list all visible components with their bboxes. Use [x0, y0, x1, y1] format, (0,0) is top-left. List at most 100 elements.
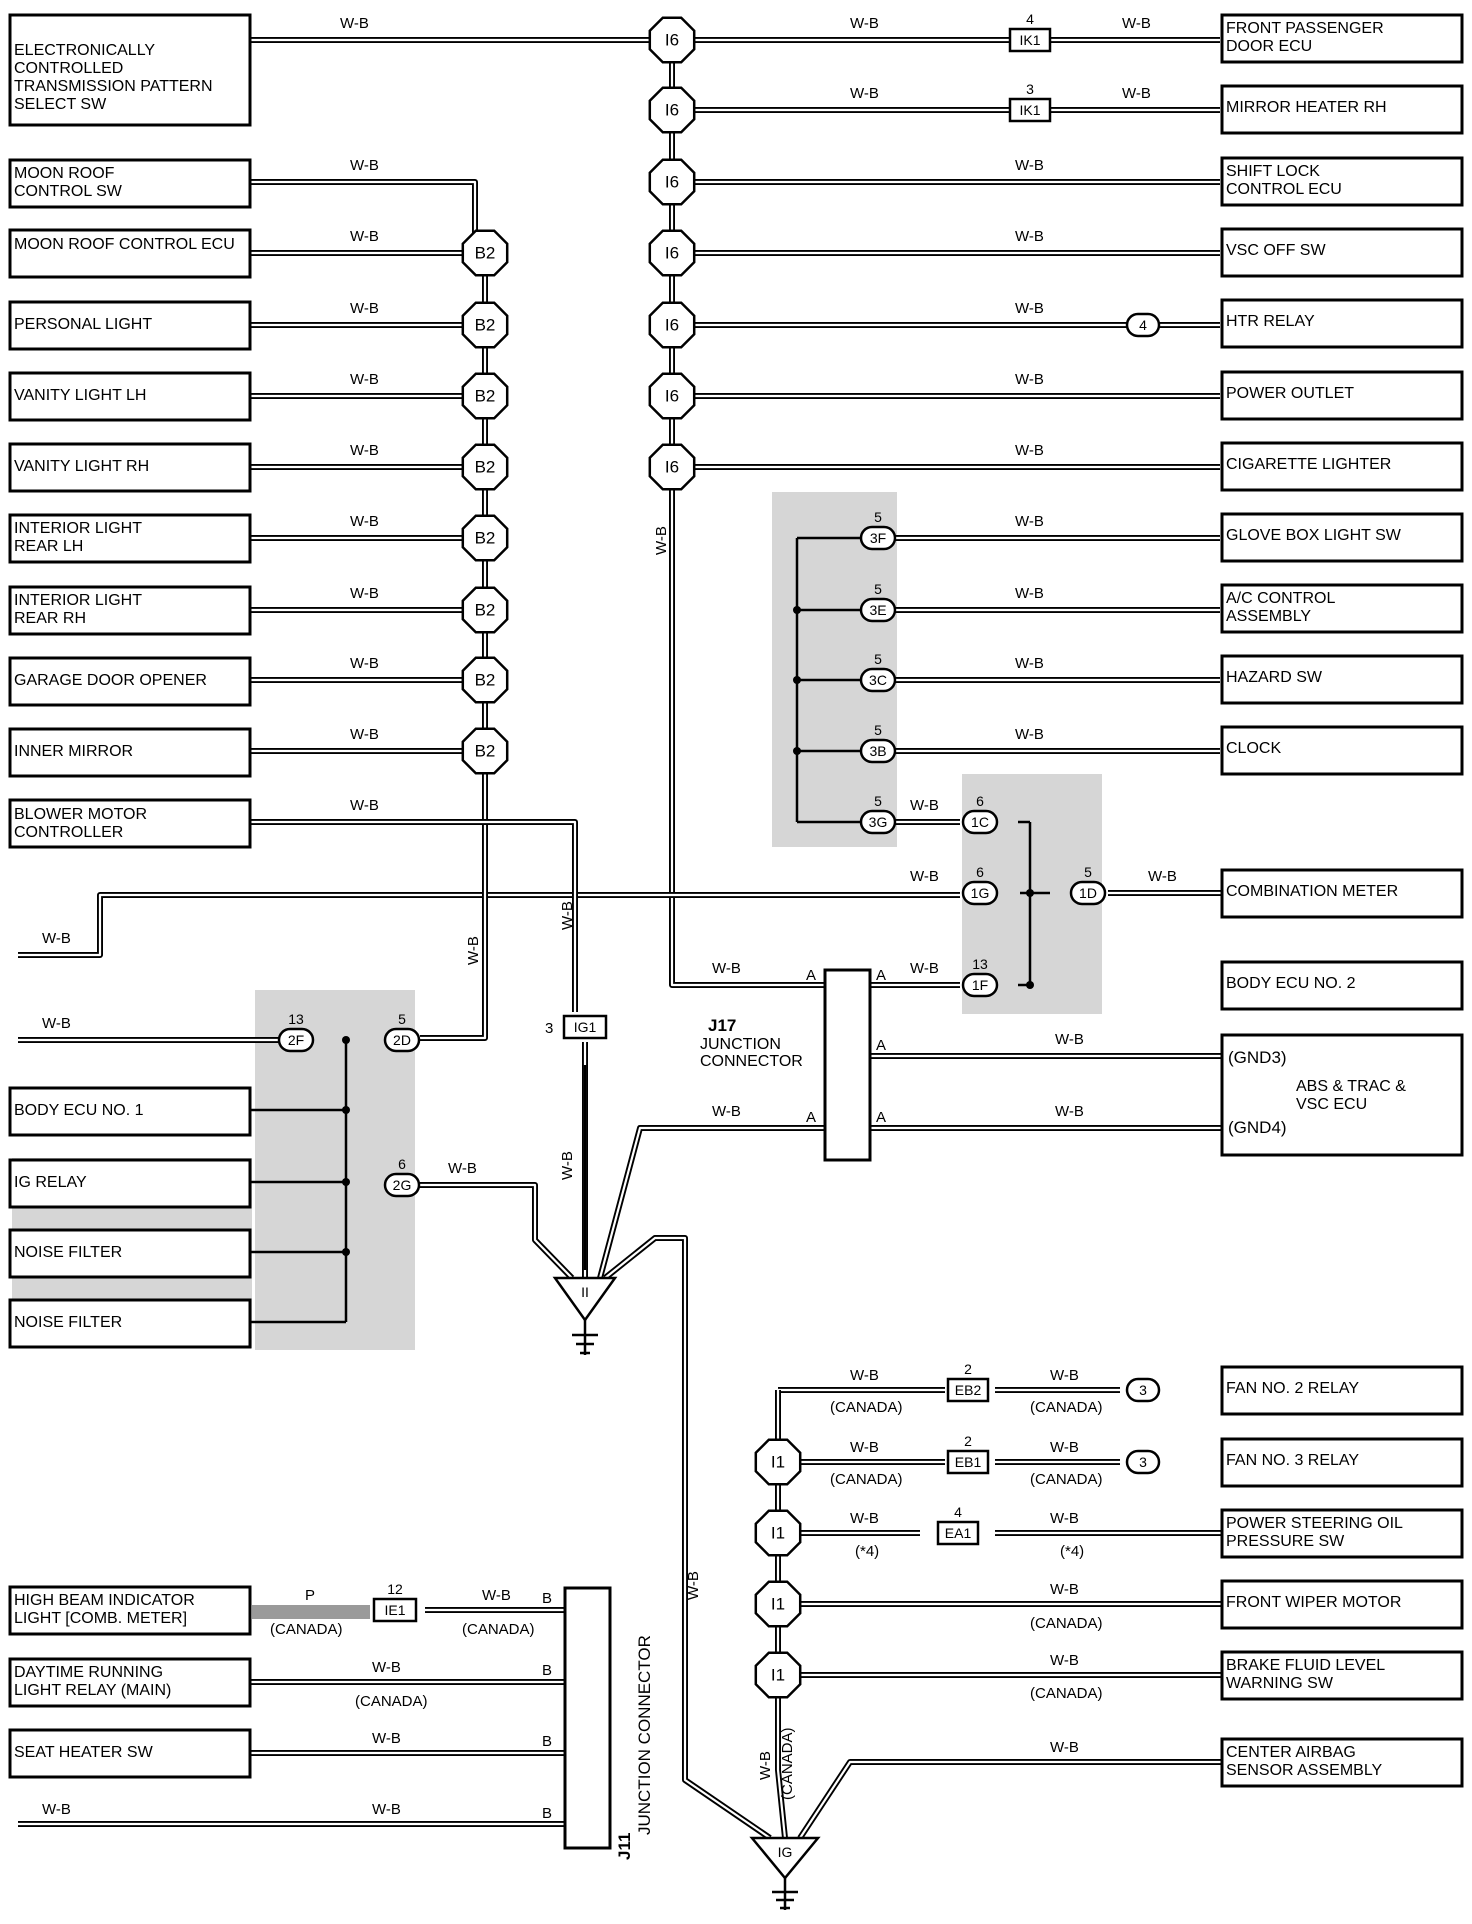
connector-ik1-b-label: IK1 [1019, 102, 1040, 118]
splice-i6-3: I6 [648, 158, 696, 206]
connector-eb2-label: EB2 [955, 1382, 982, 1398]
ig-relay-label: IG RELAY [14, 1174, 87, 1191]
inner-mirror-label: INNER MIRROR [14, 743, 134, 760]
splice-i6-4-label: I6 [665, 244, 679, 263]
connector-2d-pin: 5 [398, 1011, 406, 1027]
wire-label-eb1-2: W-B [1050, 1439, 1079, 1456]
splice-b2-5: B2 [461, 514, 509, 562]
interior-light-rear-lh-label: INTERIOR LIGHT REAR LH [14, 520, 142, 555]
wire-label-2g: W-B [448, 1160, 477, 1177]
moon-roof-control-ecu-label: MOON ROOF CONTROL ECU [14, 236, 235, 253]
body-ecu-no2-label: BODY ECU NO. 2 [1226, 975, 1356, 992]
connector-eb1-label: EB1 [955, 1454, 982, 1470]
connector-ig1-label: IG1 [574, 1019, 597, 1035]
wire-label-3-branch-3: W-B [1015, 655, 1044, 672]
wire-label-3-branch-2: W-B [1015, 585, 1044, 602]
power-outlet-label: POWER OUTLET [1226, 385, 1355, 402]
left-component-labels: ELECTRONICALLY CONTROLLED TRANSMISSION P… [14, 42, 235, 1761]
j17-connector-box [823, 968, 872, 1162]
splice-i6-7-label: I6 [665, 458, 679, 477]
connector-fan2-pin-label: 3 [1139, 1382, 1147, 1398]
wire-label-3g-1c: W-B [910, 797, 939, 814]
shift-lock-control-ecu-label: SHIFT LOCK CONTROL ECU [1226, 163, 1342, 198]
noise-filter-2-label: NOISE FILTER [14, 1314, 123, 1331]
mirror-heater-rh-label: MIRROR HEATER RH [1226, 99, 1387, 116]
left-component-boxes [8, 13, 252, 1779]
ground-ig-label: IG [778, 1844, 793, 1860]
interior-light-rear-rh-label: INTERIOR LIGHT REAR RH [14, 592, 142, 627]
splice-b2-4: B2 [461, 443, 509, 491]
brake-fluid-level-label: BRAKE FLUID LEVEL WARNING SW [1226, 1657, 1385, 1692]
wire-label-ii-ig-vert: W-B [685, 1571, 702, 1600]
canada-wiper: (CANADA) [1030, 1615, 1103, 1632]
splice-i1-2: I1 [754, 1509, 802, 1557]
connector-fan3-pin-label: 3 [1139, 1454, 1147, 1470]
splice-b2-8: B2 [461, 727, 509, 775]
connector-htr-pin: 4 [1125, 312, 1161, 338]
connector-3b-label: 3B [869, 743, 886, 759]
gnd3-label: (GND3) [1228, 1048, 1287, 1067]
connector-fan3-pin: 3 [1125, 1449, 1161, 1475]
gnd4-label: (GND4) [1228, 1118, 1287, 1137]
clock-label: CLOCK [1226, 740, 1282, 757]
connector-2d: 2D5 [383, 1011, 421, 1053]
wire-label-b2-branch-7: W-B [350, 655, 379, 672]
j11-id: J11 [615, 1833, 634, 1860]
wire-label-ig1-vert: W-B [559, 1151, 576, 1180]
wire-label-b2-branch-1: W-B [350, 228, 379, 245]
splice-i6-1: I6 [648, 16, 696, 64]
right-component-boxes [1220, 13, 1464, 1788]
wire-label-1g: W-B [910, 868, 939, 885]
j11-connector-box [563, 1586, 612, 1850]
canada-brake: (CANADA) [1030, 1685, 1103, 1702]
connector-eb2-pin: 2 [964, 1361, 972, 1377]
wire-label-j11-1: W-B [482, 1587, 511, 1604]
connector-1f-pin: 13 [972, 956, 988, 972]
splice-i6-6-label: I6 [665, 387, 679, 406]
splice-b2-2-label: B2 [475, 316, 496, 335]
hazard-sw-label: HAZARD SW [1226, 669, 1322, 686]
garage-door-opener-label: GARAGE DOOR OPENER [14, 672, 207, 689]
fan-no3-relay-label: FAN NO. 3 RELAY [1226, 1452, 1360, 1469]
vsc-off-sw-label: VSC OFF SW [1226, 242, 1326, 259]
splice-i1-3-label: I1 [771, 1595, 785, 1614]
connector-1g: 1G6 [961, 864, 999, 906]
wire-label-j11-4-left: W-B [42, 1801, 71, 1818]
connector-3c-label: 3C [869, 672, 887, 688]
moon-roof-control-sw-label: MOON ROOF CONTROL SW [14, 165, 122, 200]
wire-label-blower: W-B [350, 797, 379, 814]
wire-label-j11-4: W-B [372, 1801, 401, 1818]
connector-1c: 1C6 [961, 793, 999, 835]
connector-2g-pin: 6 [398, 1156, 406, 1172]
htr-relay-label: HTR RELAY [1226, 313, 1315, 330]
connector-2g-label: 2G [393, 1177, 412, 1193]
wire-label-1f: W-B [910, 960, 939, 977]
splice-b2-5-label: B2 [475, 529, 496, 548]
wire-label-b2-branch-8: W-B [350, 726, 379, 743]
wire-label-i6-branch-1: W-B [1015, 157, 1044, 174]
wire-label-i1-vert: W-B [757, 1751, 774, 1780]
front-wiper-motor-label: FRONT WIPER MOTOR [1226, 1594, 1402, 1611]
canada-eb1-1: (CANADA) [830, 1471, 903, 1488]
wire-label-gnd3: W-B [1055, 1031, 1084, 1048]
connector-2f-label: 2F [288, 1032, 304, 1048]
connector-ea1-pin: 4 [954, 1504, 962, 1520]
connector-3e-label: 3E [869, 602, 886, 618]
star4-ea1-1: (*4) [855, 1543, 879, 1560]
splice-b2-7: B2 [461, 656, 509, 704]
connector-ie1-label: IE1 [384, 1602, 405, 1618]
j11-pin-b-1: B [542, 1590, 552, 1607]
connector-2g: 2G6 [383, 1156, 421, 1198]
center-airbag-sensor-label: CENTER AIRBAG SENSOR ASSEMBLY [1226, 1744, 1383, 1779]
connector-ik1-a-pin: 4 [1026, 11, 1034, 27]
wire-label-3-branch-4: W-B [1015, 726, 1044, 743]
abs-trac-vsc-ecu-label: ABS & TRAC & VSC ECU [1296, 1078, 1406, 1113]
wire-label-j17-gnd4: W-B [712, 1103, 741, 1120]
wire-label-i6-fpd-1: W-B [850, 15, 879, 32]
splice-b2-6-label: B2 [475, 601, 496, 620]
connector-1g-pin: 6 [976, 864, 984, 880]
